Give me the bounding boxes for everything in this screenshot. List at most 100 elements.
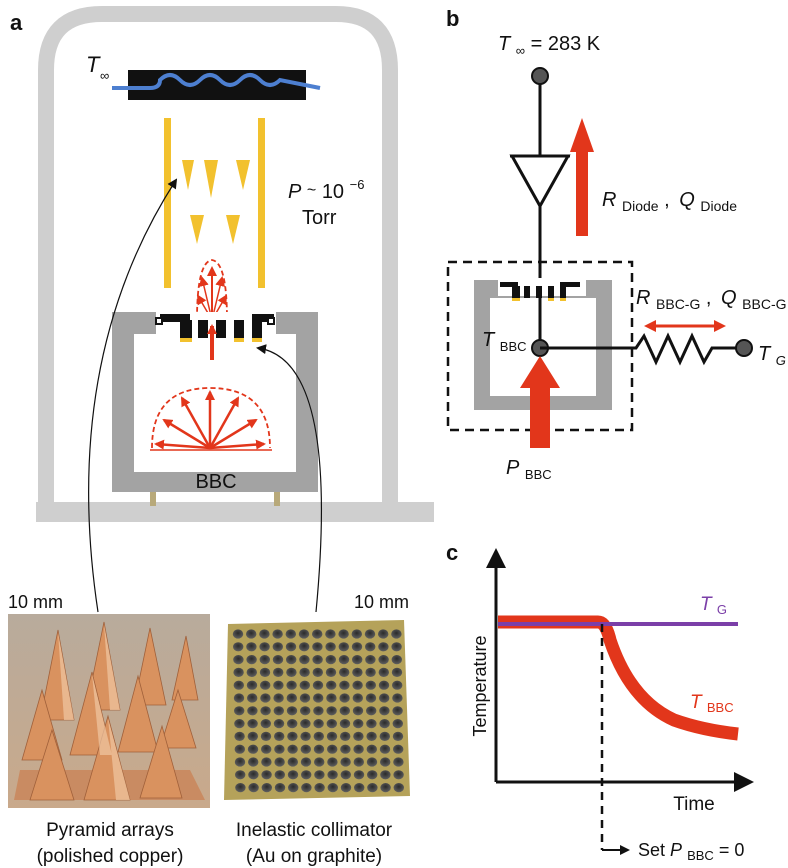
collimator-hole (366, 744, 377, 754)
collimator-hole (353, 757, 364, 767)
axis-label-time: Time (673, 794, 715, 815)
collimator-hole (233, 655, 244, 665)
collimator-hole (327, 744, 338, 754)
collimator-hole (351, 642, 363, 652)
collimator-hole (391, 629, 402, 639)
resistor-bbc-g (540, 332, 744, 366)
collimator-hole (339, 706, 350, 716)
collimator-hole (248, 783, 259, 793)
collimator-hole (285, 629, 296, 639)
collimator-hole (259, 667, 271, 678)
collimator-hole (313, 731, 324, 742)
heat-flow-arrow-bbc-g (644, 320, 726, 332)
collimator-hole (286, 706, 298, 716)
collimator-hole (367, 783, 378, 793)
collimator-hole (339, 680, 350, 690)
collimator-hole (301, 783, 312, 793)
collimator-hole (312, 629, 323, 639)
collimator-hole (366, 731, 377, 742)
panel-label-c: c (446, 540, 458, 565)
collimator-hole (247, 731, 258, 742)
chart-axes (486, 548, 754, 792)
collimator-hole (354, 783, 365, 793)
collimator-hole (260, 680, 271, 690)
collimator-hole (287, 757, 298, 767)
collimator-hole (326, 680, 337, 690)
collimator-hole (313, 693, 324, 703)
collimator-hole (259, 655, 270, 665)
collimator-hole (248, 757, 259, 767)
collimator-hole (325, 629, 336, 639)
collimator-hole (274, 770, 285, 780)
collimator-hole (288, 783, 299, 793)
collimator-hole (379, 719, 390, 729)
collimator-hole (246, 655, 257, 665)
collimator-dimples (232, 629, 404, 793)
collimator-hole (391, 655, 402, 665)
collimator-hole (380, 783, 391, 793)
t-bbc-label: T BBC (482, 329, 527, 354)
emission-fan-hemisphere (150, 387, 272, 451)
axis-label-temperature: Temperature (470, 635, 490, 736)
photo-inelastic-collimator (216, 614, 414, 808)
collimator-hole (352, 667, 363, 678)
collimator-hole (274, 783, 286, 793)
collimator-hole (393, 757, 404, 767)
collimator-hole (287, 731, 298, 742)
vacuum-chamber (36, 6, 434, 522)
collimator-hole (300, 744, 311, 754)
collimator-hole (340, 744, 351, 754)
panel-label-b: b (446, 6, 459, 31)
collimator-hole (379, 731, 390, 742)
collimator-hole (300, 706, 311, 716)
collimator-hole (272, 642, 283, 652)
collimator-hole (340, 731, 351, 742)
collimator-hole (287, 744, 298, 754)
collimator-hole (314, 770, 325, 780)
collimator-hole (325, 642, 336, 652)
collimator-hole (261, 744, 272, 754)
collimator-hole (234, 731, 245, 742)
collimator-hole (391, 642, 402, 652)
scale-bar-right-label: 10 mm (354, 592, 409, 612)
collimator-hole (380, 757, 391, 767)
collimator-hole (234, 719, 245, 729)
collimator-hole (366, 719, 377, 729)
series-label-t-bbc: T BBC (690, 692, 734, 715)
t-inf-value-label: T ∞ = 283 K (498, 33, 601, 60)
collimator-hole (247, 744, 259, 754)
collimator-hole (232, 629, 244, 639)
collimator-hole (235, 783, 246, 793)
caption-collimator-line1: Inelastic collimator (236, 820, 393, 841)
collimator-hole (285, 642, 297, 652)
diode-symbol (509, 154, 571, 210)
collimator-hole (312, 667, 323, 678)
collimator-hole (338, 629, 349, 639)
aperture-plate (155, 312, 276, 342)
collimator-hole (327, 783, 338, 793)
collimator-walls (164, 118, 265, 288)
collimator-hole (392, 680, 403, 690)
collimator-hole (246, 642, 257, 652)
collimator-hole (339, 719, 351, 729)
collimator-hole (392, 719, 403, 729)
collimator-hole (300, 719, 311, 729)
node-t-inf (531, 67, 549, 85)
collimator-hole (260, 719, 271, 729)
pressure-label: P ~ 10 −6 (288, 177, 364, 203)
collimator-hole (247, 693, 258, 703)
collimator-hole (339, 667, 350, 678)
collimator-hole (340, 783, 352, 793)
collimator-hole (392, 693, 403, 703)
collimator-hole (378, 655, 389, 665)
collimator-hole (273, 706, 284, 716)
collimator-hole (365, 655, 376, 665)
collimator-hole (326, 719, 337, 729)
heat-flow-arrow-diode (570, 118, 594, 236)
p-bbc-label: P BBC (506, 457, 552, 482)
collimator-hole (393, 783, 404, 793)
caption-pyramid-line1: Pyramid arrays (46, 820, 174, 841)
collimator-hole (378, 629, 389, 639)
collimator-hole (286, 667, 297, 678)
collimator-hole (340, 770, 351, 780)
